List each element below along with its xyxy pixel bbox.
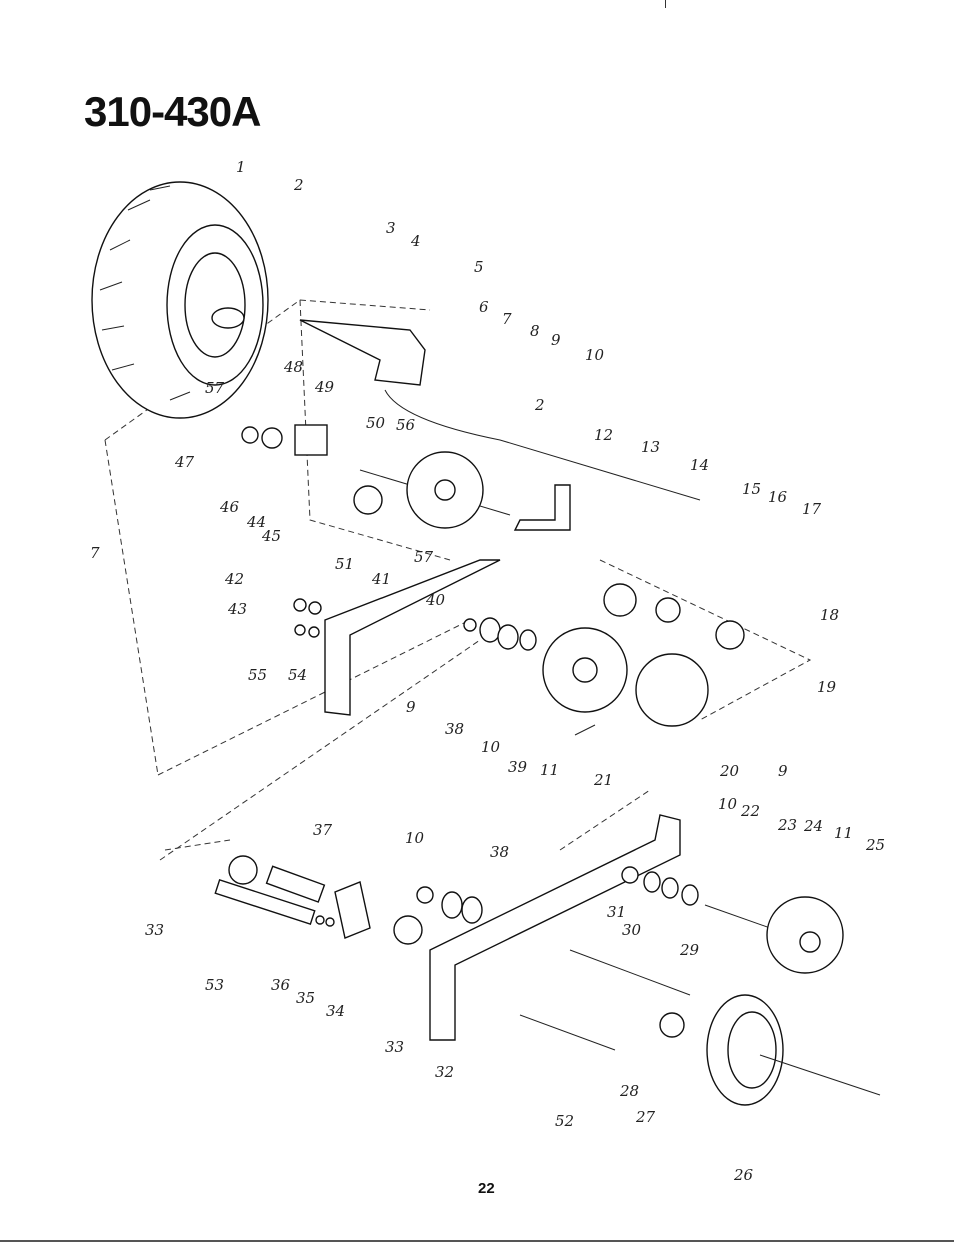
- callout-18: 18: [820, 606, 839, 624]
- callout-57: 57: [205, 379, 225, 397]
- callout-54: 54: [288, 666, 307, 684]
- callout-9: 9: [406, 698, 416, 716]
- callout-26: 26: [733, 1166, 754, 1184]
- callout-47: 47: [174, 453, 195, 471]
- callout-16: 16: [768, 488, 788, 506]
- bottom-rule: [0, 1240, 954, 1242]
- callout-5: 5: [474, 258, 484, 276]
- callout-12: 12: [594, 426, 613, 444]
- callout-6: 6: [479, 298, 489, 316]
- callout-34: 34: [326, 1002, 345, 1020]
- callout-50: 50: [366, 414, 386, 432]
- callout-13: 13: [641, 438, 660, 456]
- callout-33: 33: [385, 1038, 404, 1056]
- callout-4: 4: [410, 232, 421, 250]
- callout-33: 33: [145, 921, 164, 939]
- scan-mark: [665, 0, 666, 8]
- callout-10: 10: [718, 795, 738, 813]
- callout-11: 11: [540, 761, 559, 779]
- callout-39: 39: [508, 758, 528, 776]
- callout-41: 41: [371, 570, 391, 588]
- callout-24: 24: [803, 817, 823, 835]
- callout-17: 17: [802, 500, 822, 518]
- callout-57: 57: [414, 548, 434, 566]
- callout-43: 43: [227, 600, 247, 618]
- left-frame-bracket: [324, 559, 501, 716]
- callout-44: 44: [246, 513, 266, 531]
- callout-23: 23: [777, 816, 797, 834]
- callout-7: 7: [90, 544, 100, 562]
- callout-42: 42: [224, 570, 244, 588]
- callout-51: 51: [335, 555, 354, 573]
- lower-left-parts: [214, 855, 483, 945]
- callout-40: 40: [425, 591, 446, 609]
- callout-7: 7: [502, 310, 512, 328]
- callout-21: 21: [593, 771, 613, 789]
- callout-52: 52: [555, 1112, 574, 1130]
- gear-cluster: [463, 583, 745, 736]
- callout-15: 15: [742, 480, 761, 498]
- callout-48: 48: [283, 358, 303, 376]
- callout-1: 1: [236, 158, 246, 176]
- callout-27: 27: [635, 1108, 656, 1126]
- shift-lever: [299, 319, 701, 501]
- callout-10: 10: [585, 346, 605, 364]
- callout-14: 14: [690, 456, 709, 474]
- callout-9: 9: [551, 331, 561, 349]
- callout-30: 30: [622, 921, 642, 939]
- callout-29: 29: [679, 941, 700, 959]
- callout-25: 25: [865, 836, 885, 854]
- page-number: 22: [478, 1180, 495, 1197]
- callout-37: 37: [313, 821, 333, 839]
- callout-2: 2: [534, 396, 545, 414]
- lower-right-parts: [519, 866, 881, 1106]
- callout-31: 31: [607, 903, 626, 921]
- callout-2: 2: [293, 176, 304, 194]
- wheel-tire: [91, 181, 269, 419]
- callout-22: 22: [740, 802, 760, 820]
- callout-32: 32: [435, 1063, 454, 1081]
- callout-3: 3: [386, 219, 396, 237]
- callout-53: 53: [205, 976, 224, 994]
- callout-55: 55: [248, 666, 267, 684]
- callout-28: 28: [619, 1082, 639, 1100]
- hardware-washers-left: [241, 424, 328, 638]
- callout-36: 36: [271, 976, 291, 994]
- callout-8: 8: [530, 322, 540, 340]
- callout-10: 10: [481, 738, 501, 756]
- callout-9: 9: [778, 762, 788, 780]
- callout-46: 46: [219, 498, 240, 516]
- callout-19: 19: [817, 678, 837, 696]
- callout-38: 38: [490, 843, 509, 861]
- lower-frame-plate: [429, 814, 681, 1041]
- callout-35: 35: [296, 989, 315, 1007]
- callout-56: 56: [396, 416, 416, 434]
- callout-38: 38: [445, 720, 464, 738]
- model-number-title: 310-430A: [84, 88, 261, 135]
- callout-45: 45: [261, 527, 281, 545]
- callout-11: 11: [834, 824, 853, 842]
- callout-20: 20: [719, 762, 740, 780]
- callout-10: 10: [405, 829, 425, 847]
- upper-shaft-sprocket: [353, 451, 571, 531]
- callout-49: 49: [314, 378, 335, 396]
